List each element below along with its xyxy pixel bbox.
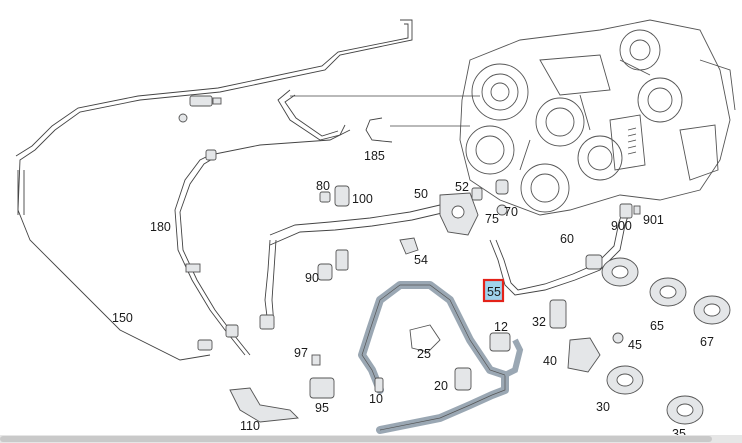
- callout-25: 25: [417, 347, 431, 361]
- callout-65: 65: [650, 319, 664, 333]
- callout-55-highlight[interactable]: 55: [482, 278, 505, 303]
- callout-70: 70: [504, 205, 518, 219]
- callout-12: 12: [494, 320, 508, 334]
- leader-lines: [290, 95, 480, 127]
- callout-180: 180: [150, 220, 171, 234]
- callout-90: 90: [305, 271, 319, 285]
- callout-55-box: [482, 278, 505, 303]
- callout-185: 185: [364, 149, 385, 163]
- callout-20: 20: [434, 379, 448, 393]
- callout-100: 100: [352, 192, 373, 206]
- callout-60: 60: [560, 232, 574, 246]
- scrollbar-thumb[interactable]: [0, 436, 712, 442]
- callout-80: 80: [316, 179, 330, 193]
- callout-95: 95: [315, 401, 329, 415]
- callout-150: 150: [112, 311, 133, 325]
- callout-32: 32: [532, 315, 546, 329]
- coolant-hose-10: [358, 281, 524, 434]
- callout-54: 54: [414, 253, 428, 267]
- small-parts: [178, 95, 731, 425]
- callout-labels: 185 80 100 50 52 75 70 900 901 180 60 54…: [112, 149, 714, 441]
- callout-52: 52: [455, 180, 469, 194]
- callout-75: 75: [485, 212, 499, 226]
- callout-45: 45: [628, 338, 642, 352]
- callout-901: 901: [643, 213, 664, 227]
- callout-50: 50: [414, 187, 428, 201]
- callout-30: 30: [596, 400, 610, 414]
- callout-110: 110: [240, 419, 260, 433]
- horizontal-scrollbar[interactable]: [0, 435, 742, 443]
- callout-40: 40: [543, 354, 557, 368]
- callout-900: 900: [611, 219, 632, 233]
- callout-55: 55: [487, 285, 501, 299]
- callout-67: 67: [700, 335, 714, 349]
- turbocharger-assembly: [459, 19, 736, 216]
- callout-10: 10: [369, 392, 383, 406]
- callout-97: 97: [294, 346, 308, 360]
